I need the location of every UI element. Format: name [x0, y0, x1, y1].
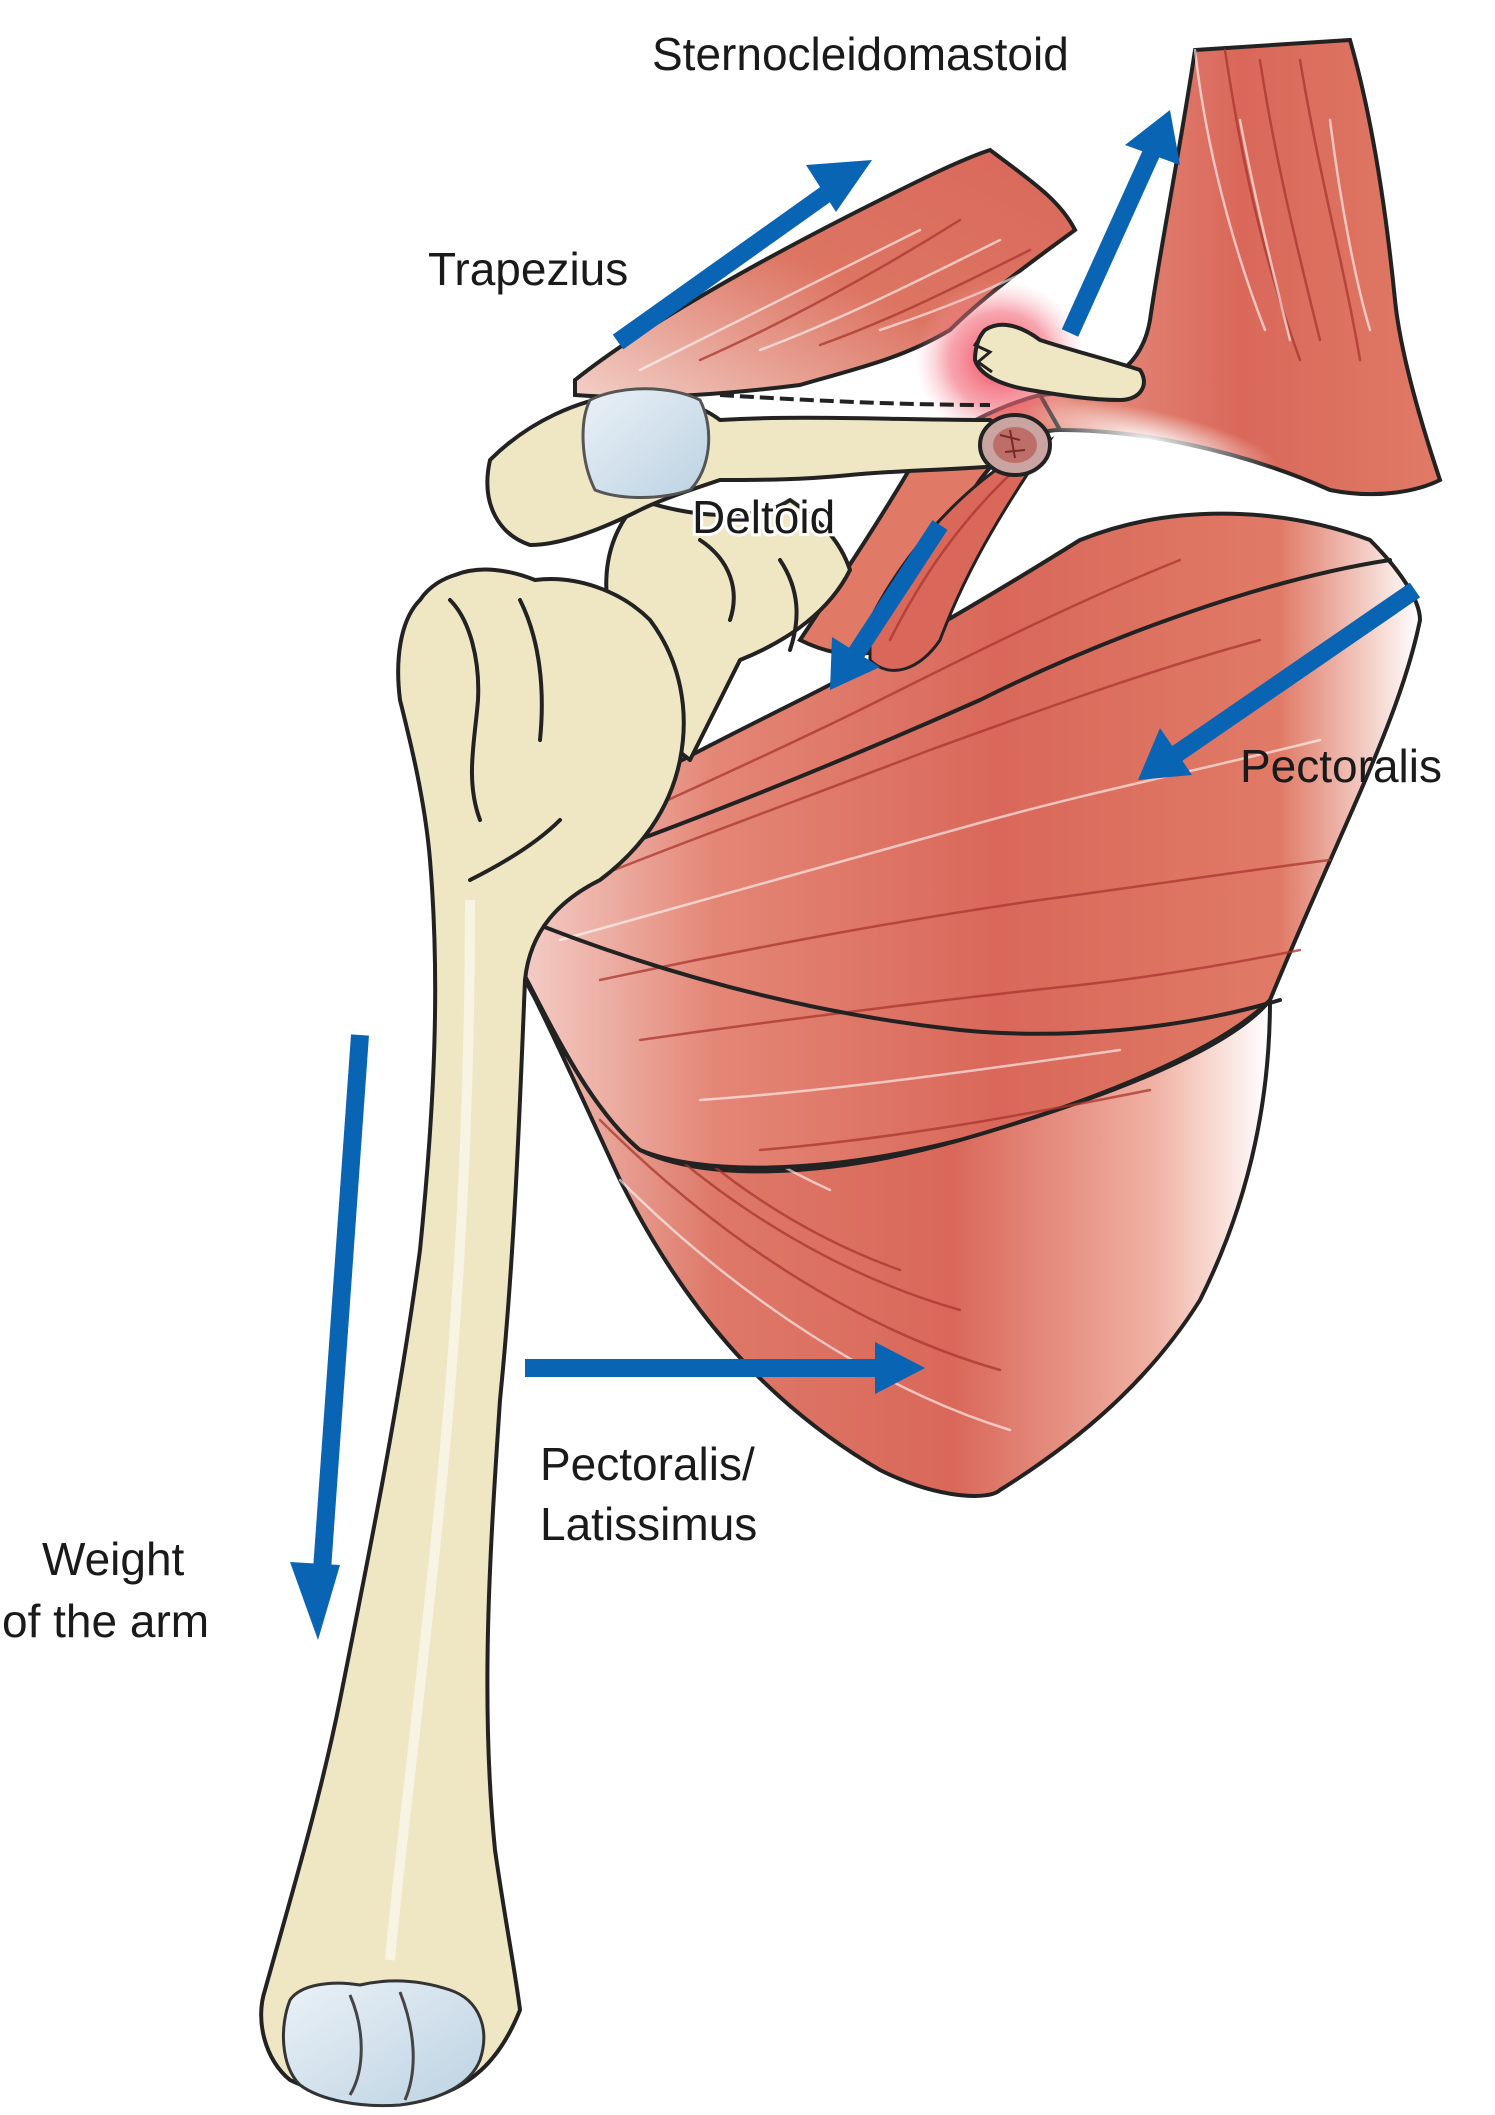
weight-of-arm-label-line1: Weight	[42, 1533, 185, 1585]
ac-joint-cartilage	[581, 387, 711, 499]
humerus-bone	[259, 567, 686, 2104]
deltoid-force-arrow	[830, 520, 948, 690]
trapezius-muscle	[573, 147, 1078, 399]
weight-of-arm-label-line2: of the arm	[2, 1595, 209, 1647]
humerus-condyles	[281, 1979, 486, 2108]
clavicle-fracture-end	[978, 413, 1052, 477]
pectoralis-latissimus-force-arrow	[525, 1342, 925, 1394]
pectoralis-latissimus-label-line1: Pectoralis/	[540, 1438, 755, 1490]
weight-of-arm-force-arrow	[290, 1034, 369, 1640]
sternal-tendon-highlight	[1022, 400, 1278, 480]
clavicle-fracture-fragment	[972, 322, 1146, 402]
pectoral-tendon-insertion	[468, 818, 562, 882]
trapezius-label: Trapezius	[428, 243, 628, 295]
pectoralis-force-arrow	[1138, 582, 1421, 780]
sternocleidomastoid-label: Sternocleidomastoid	[652, 28, 1069, 80]
trapezius-force-arrow	[612, 160, 872, 350]
sternocleidomastoid-force-arrow	[1061, 110, 1180, 337]
pectoralis-latissimus-label-line2: Latissimus	[540, 1498, 757, 1550]
deltoid-label: Deltoid	[692, 491, 835, 543]
pectoralis-label: Pectoralis	[1240, 740, 1442, 792]
